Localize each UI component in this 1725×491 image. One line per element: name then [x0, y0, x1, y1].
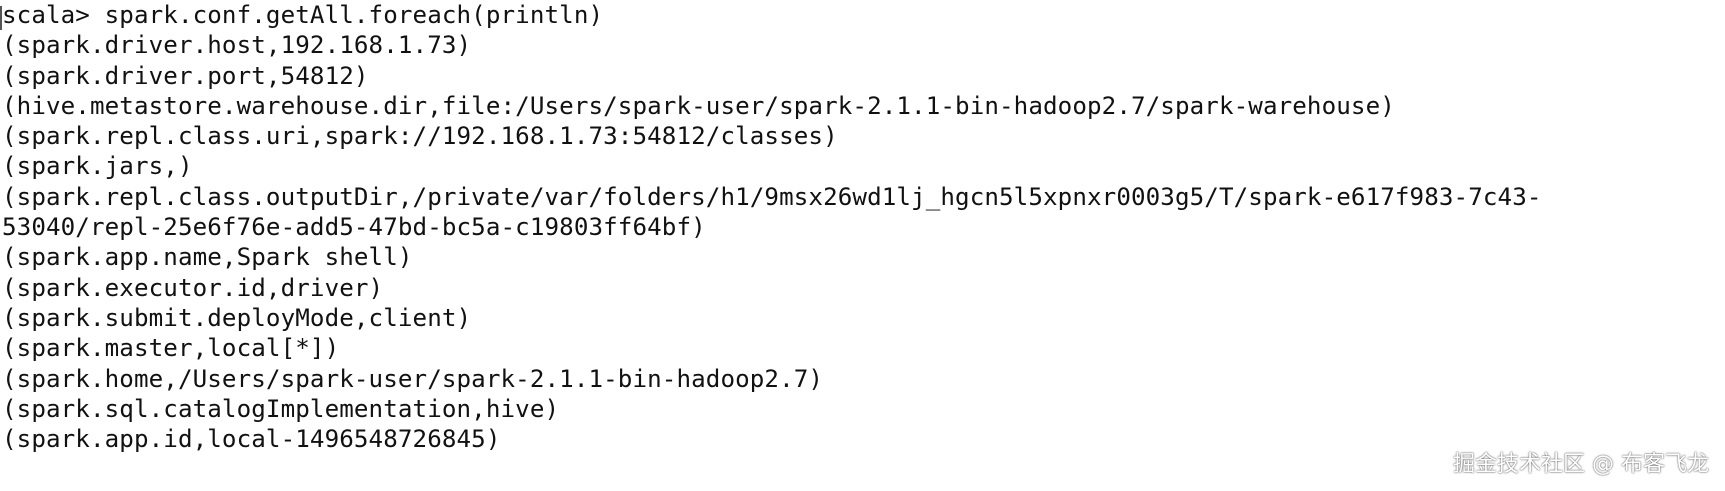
- terminal-output-line: (spark.master,local[*]): [2, 334, 340, 363]
- terminal-output: scala> spark.conf.getAll.foreach(println…: [2, 0, 1725, 454]
- terminal-output-line: (spark.submit.deployMode,client): [2, 303, 472, 332]
- terminal-output-line: (spark.home,/Users/spark-user/spark-2.1.…: [2, 364, 824, 393]
- prompt-edge-marker: [0, 6, 2, 30]
- terminal-output-line: (spark.driver.host,192.168.1.73): [2, 31, 472, 60]
- terminal-prompt-line: scala> spark.conf.getAll.foreach(println…: [2, 1, 604, 29]
- terminal-output-line: (spark.driver.port,54812): [2, 61, 369, 90]
- watermark-text: 掘金技术社区 @ 布客飞龙: [1453, 452, 1709, 477]
- terminal-output-line: (spark.app.id,local-1496548726845): [2, 425, 501, 454]
- terminal-output-line: (hive.metastore.warehouse.dir,file:/User…: [2, 91, 1395, 120]
- terminal-output-line: 53040/repl-25e6f76e-add5-47bd-bc5a-c1980…: [2, 213, 706, 242]
- terminal-output-line: (spark.jars,): [2, 152, 193, 181]
- terminal-output-line: (spark.executor.id,driver): [2, 273, 384, 302]
- terminal-output-line: (spark.app.name,Spark shell): [2, 243, 413, 272]
- terminal-output-line: (spark.sql.catalogImplementation,hive): [2, 394, 560, 423]
- terminal-output-line: (spark.repl.class.uri,spark://192.168.1.…: [2, 122, 838, 151]
- terminal-output-line: (spark.repl.class.outputDir,/private/var…: [2, 182, 1542, 211]
